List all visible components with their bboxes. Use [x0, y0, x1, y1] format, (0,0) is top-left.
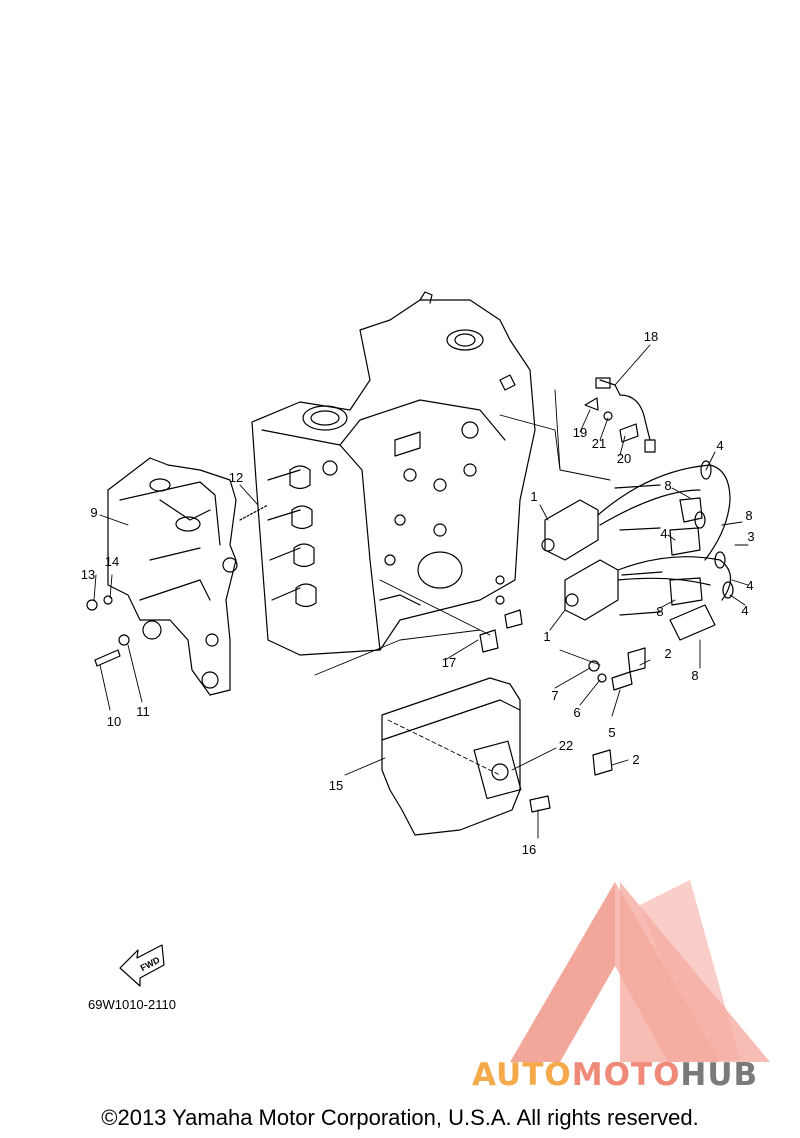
- callout-22: 22: [558, 738, 574, 753]
- watermark-auto: AUTO: [472, 1057, 572, 1093]
- callout-6: 6: [573, 705, 581, 720]
- fasteners: [86, 411, 646, 813]
- callout-4: 4: [746, 578, 754, 593]
- callout-3: 3: [747, 529, 755, 544]
- callout-17: 17: [441, 655, 457, 670]
- callout-11: 11: [136, 704, 150, 719]
- forward-arrow-icon: [119, 944, 165, 987]
- callout-8: 8: [656, 604, 664, 619]
- callout-18: 18: [643, 329, 659, 344]
- callout-10: 10: [106, 714, 122, 729]
- leader-lines: [93, 344, 749, 839]
- callout-14: 14: [104, 554, 120, 569]
- engine-block: [251, 291, 536, 656]
- callout-8: 8: [691, 668, 699, 683]
- callout-13: 13: [80, 567, 96, 582]
- callout-8: 8: [745, 508, 753, 523]
- callout-7: 7: [551, 688, 559, 703]
- temperature-sensor: [584, 377, 656, 453]
- callout-4: 4: [716, 438, 724, 453]
- watermark-moto: MOTO: [571, 1057, 681, 1093]
- callout-9: 9: [90, 505, 98, 520]
- watermark-brand: AUTOMOTOHUB: [472, 1057, 758, 1093]
- callout-1: 1: [530, 489, 538, 504]
- callout-5: 5: [608, 725, 616, 740]
- callout-21: 21: [591, 436, 607, 451]
- callout-1: 1: [543, 629, 551, 644]
- callout-2: 2: [664, 646, 672, 661]
- diagram-code: 69W1010-2110: [88, 997, 176, 1012]
- electrical-cover: [381, 677, 522, 836]
- watermark-logo-icon: [510, 880, 770, 1062]
- callout-16: 16: [521, 842, 537, 857]
- engine-bracket: [107, 457, 238, 696]
- ignition-coils: [541, 460, 734, 641]
- callout-4: 4: [741, 603, 749, 618]
- fwd-label: FWD: [139, 954, 162, 973]
- callout-12: 12: [228, 470, 244, 485]
- callout-8: 8: [664, 478, 672, 493]
- callout-19: 19: [572, 425, 588, 440]
- watermark-hub: HUB: [680, 1057, 759, 1093]
- copyright-notice: ©2013 Yamaha Motor Corporation, U.S.A. A…: [101, 1105, 699, 1130]
- callout-20: 20: [616, 451, 632, 466]
- callout-15: 15: [328, 778, 344, 793]
- callout-4: 4: [660, 526, 668, 541]
- callout-2: 2: [632, 752, 640, 767]
